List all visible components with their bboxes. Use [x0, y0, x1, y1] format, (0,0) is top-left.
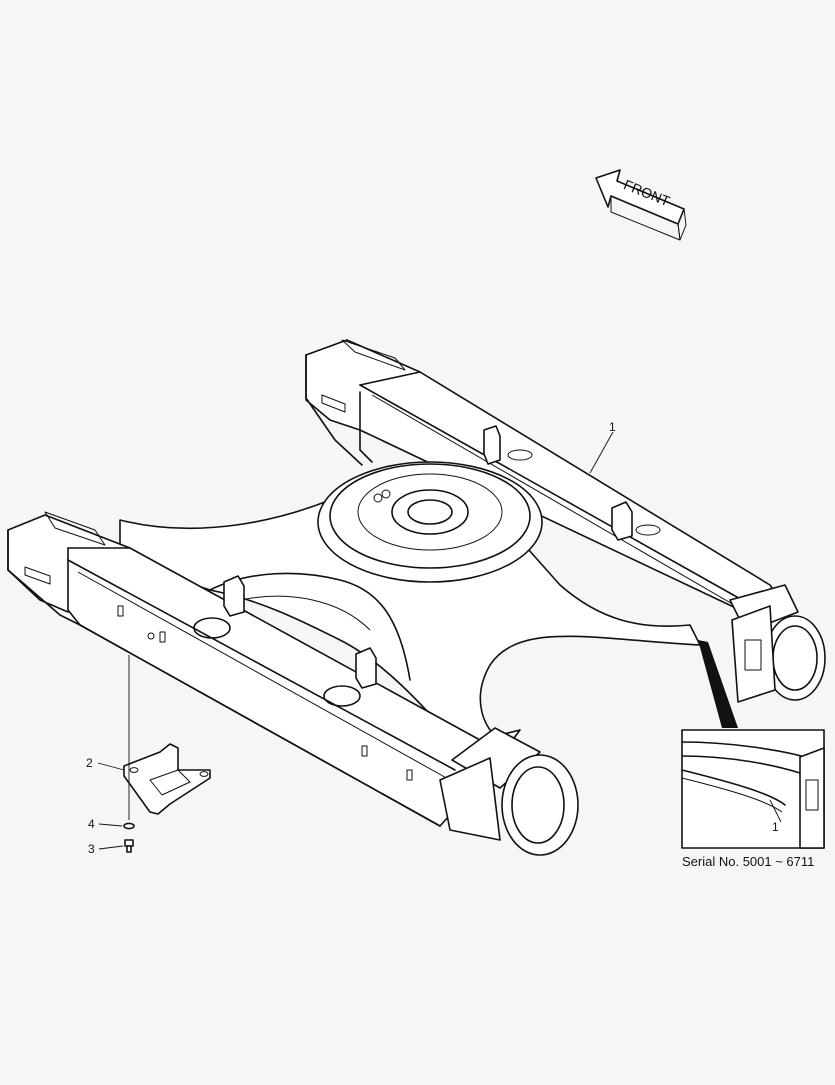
detail-pointer: [698, 640, 738, 728]
washer: [123, 822, 135, 830]
callout-2-label: 2: [86, 756, 93, 770]
callout-2: 2: [86, 756, 125, 771]
bolt: [124, 839, 134, 853]
right-rear-hub: [729, 584, 826, 703]
callout-4: 4: [88, 817, 123, 831]
detail-caption: Serial No. 5001 ~ 6711: [682, 854, 814, 869]
callout-3: 3: [88, 842, 124, 856]
track-guard-bracket: [123, 655, 211, 820]
right-side-frame: [305, 339, 791, 641]
front-arrow: FRONT: [595, 169, 687, 241]
left-rear-hub: [439, 727, 579, 856]
detail-inset: 1: [681, 729, 825, 849]
callout-1: 1: [589, 420, 616, 474]
swing-bearing: [317, 461, 543, 583]
detail-callout-1-label: 1: [772, 820, 779, 834]
callout-3-label: 3: [88, 842, 95, 856]
callout-1-label: 1: [609, 420, 616, 434]
callout-4-label: 4: [88, 817, 95, 831]
